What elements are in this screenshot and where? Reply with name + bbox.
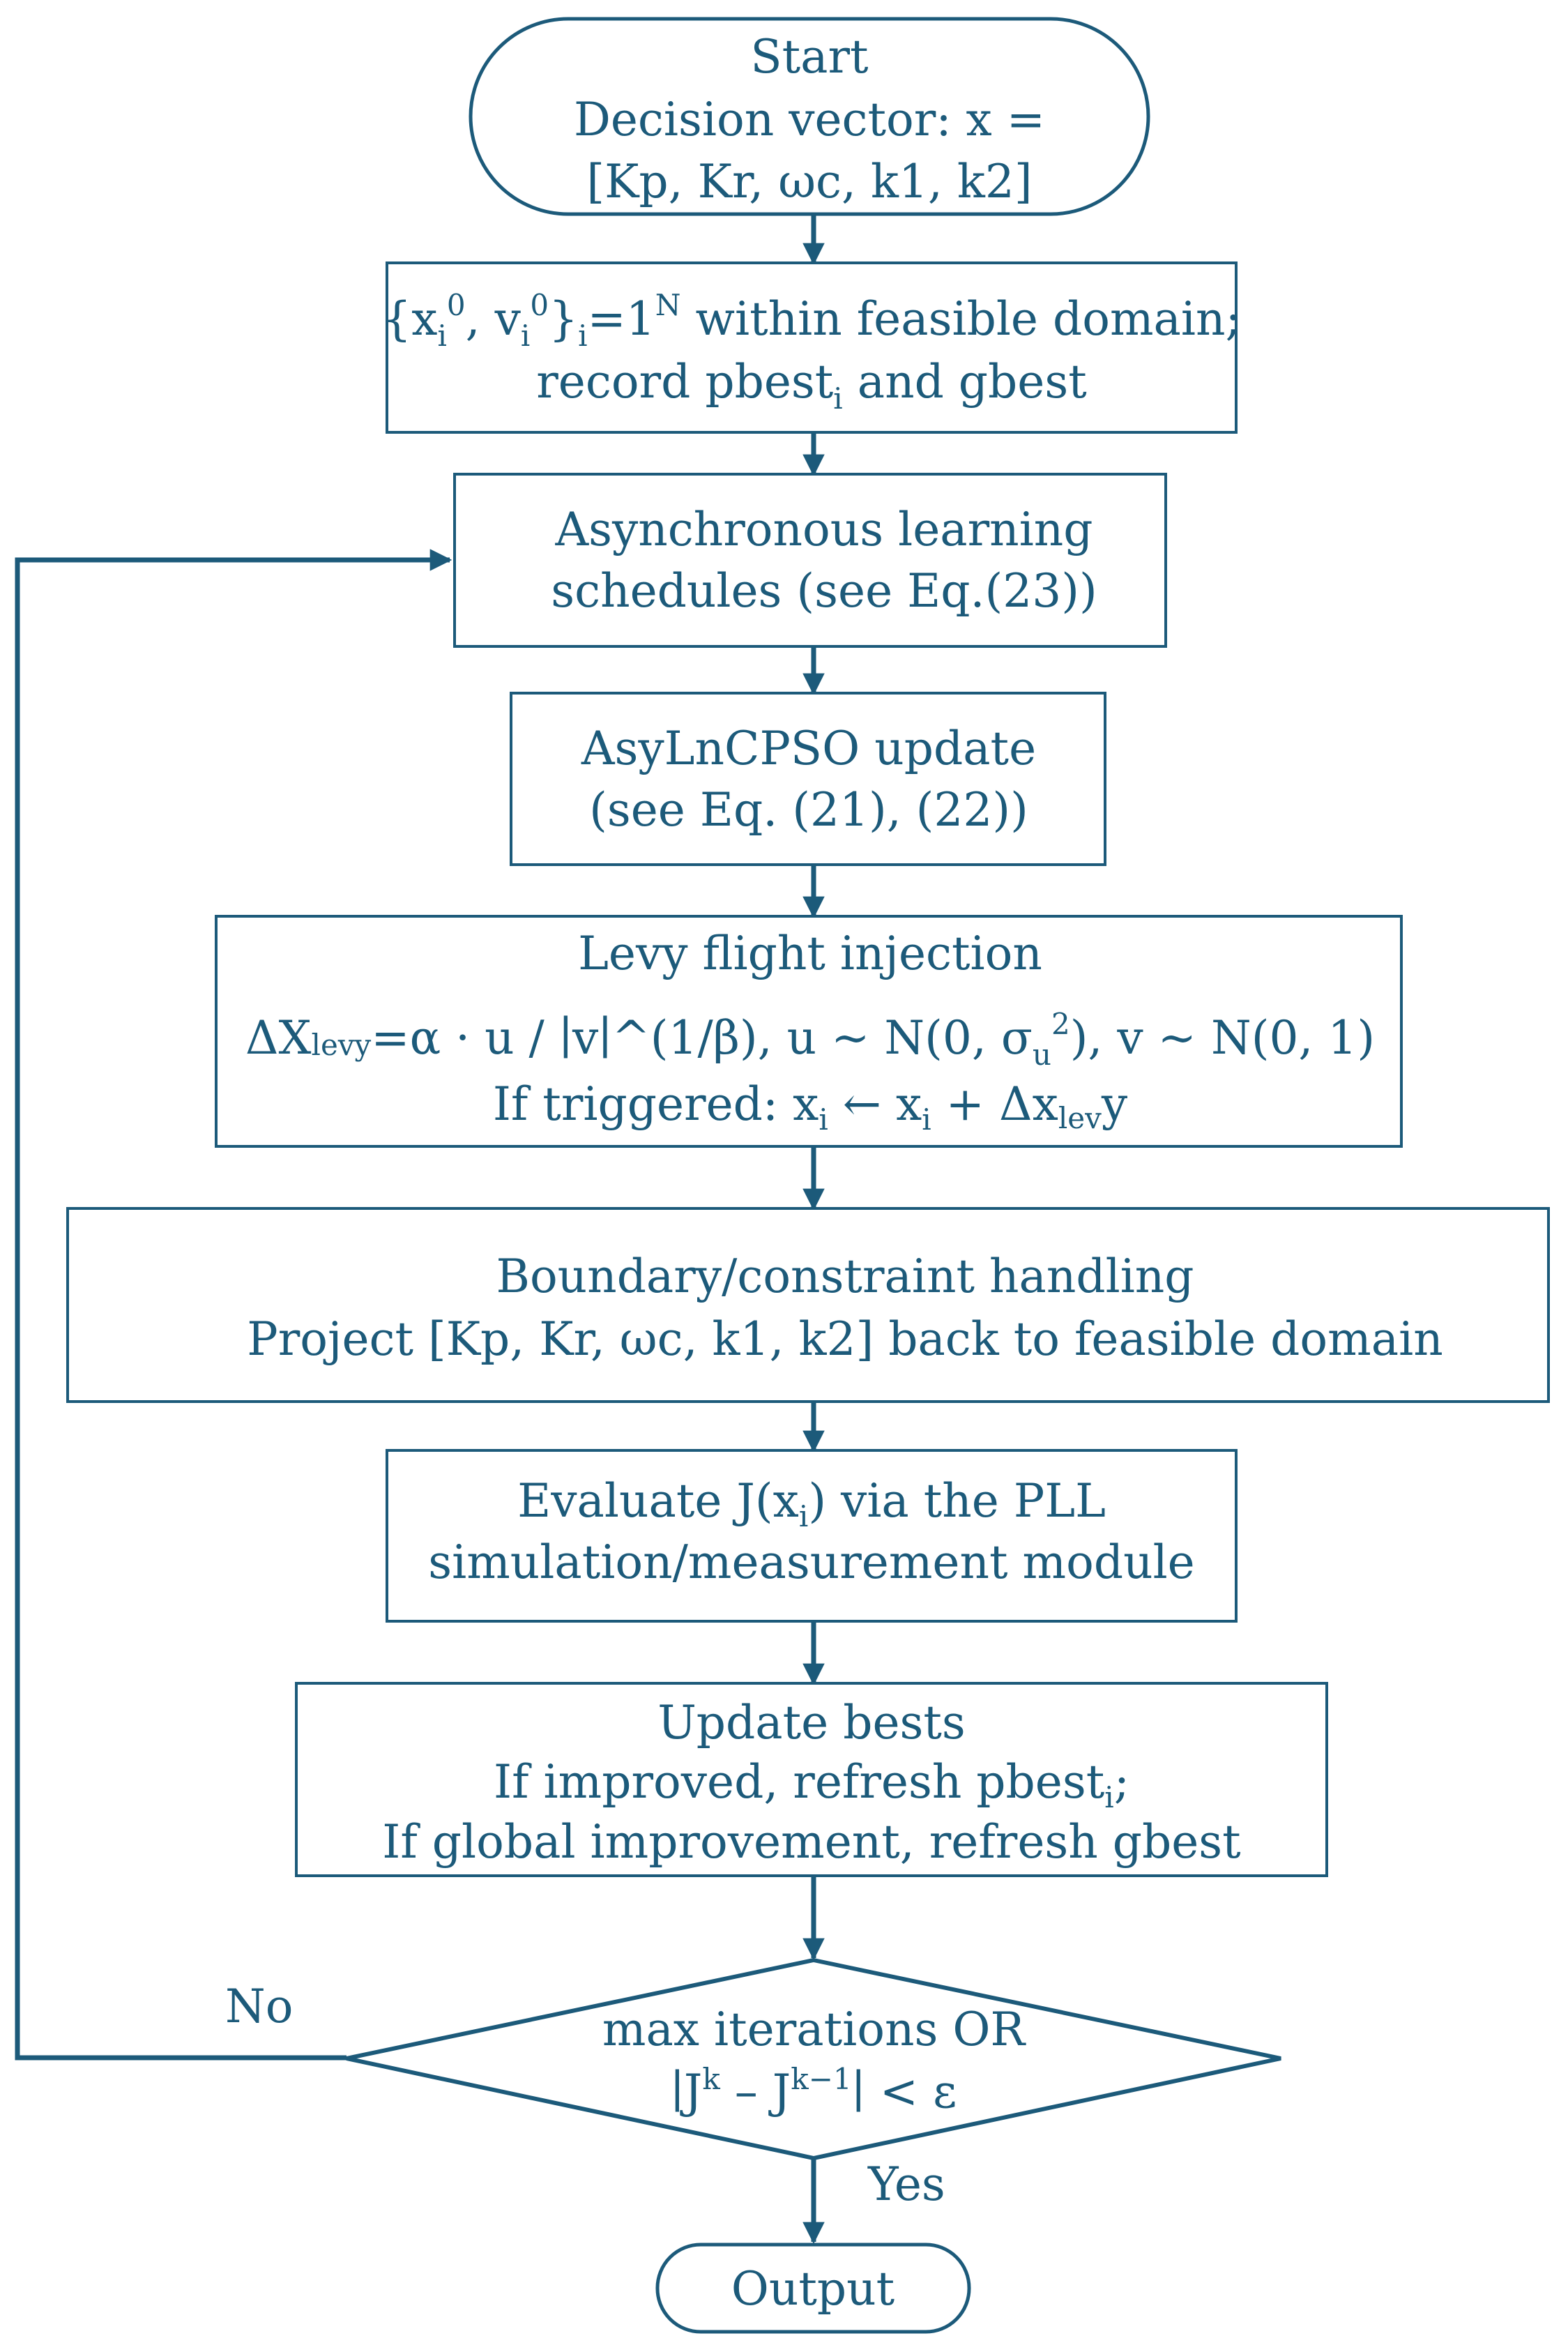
edges <box>15 214 825 2245</box>
init-line-2: record pbesti and gbest <box>536 355 1087 416</box>
init-line-1: {xi0, vi0}i=1N within feasible domain; <box>382 288 1240 353</box>
boundary-line-2: Project [Kp, Kr, ωc, k1, k2] back to fea… <box>247 1312 1443 1366</box>
levy-line-3: If triggered: xi ← xi + Δxlevy <box>493 1077 1128 1137</box>
bests-line-2: If improved, refresh pbesti; <box>494 1755 1129 1814</box>
async-node: Asynchronous learning schedules (see Eq.… <box>453 473 1167 648</box>
update-line-2: (see Eq. (21), (22)) <box>589 783 1028 837</box>
start-decision-vector-label: Decision vector: x = <box>574 93 1045 146</box>
start-node: Start Decision vector: x = [Kp, Kr, ωc, … <box>469 17 1150 216</box>
bests-node: Update bests If improved, refresh pbesti… <box>295 1682 1328 1877</box>
output-node: Output <box>655 2243 971 2334</box>
yes-edge-label: Yes <box>867 2157 945 2211</box>
no-edge-label: No <box>225 1980 294 2033</box>
update-line-1: AsyLnCPSO update <box>581 722 1036 775</box>
levy-line-2: ΔXlevy=α · u / ∣v∣^(1/β), u ~ N(0, σu2),… <box>245 1007 1375 1072</box>
levy-line-1: Levy flight injection <box>578 927 1042 980</box>
async-line-1: Asynchronous learning <box>554 503 1093 556</box>
async-line-2: schedules (see Eq.(23)) <box>551 564 1097 618</box>
start-vector-components: [Kp, Kr, ωc, k1, k2] <box>586 155 1032 208</box>
evaluate-line-1: Evaluate J(xi) via the PLL <box>517 1474 1106 1533</box>
output-label: Output <box>731 2262 895 2316</box>
decision-line-2: ∣Jk – Jk−1∣ < ε <box>671 2062 957 2118</box>
decision-line-1: max iterations OR <box>602 2003 1027 2056</box>
update-node: AsyLnCPSO update (see Eq. (21), (22)) <box>510 692 1106 866</box>
decision-node: max iterations OR ∣Jk – Jk−1∣ < ε <box>346 1957 1281 2161</box>
boundary-node: Boundary/constraint handling Project [Kp… <box>66 1207 1550 1403</box>
bests-line-1: Update bests <box>657 1696 966 1750</box>
levy-node: Levy flight injection ΔXlevy=α · u / ∣v∣… <box>215 915 1403 1148</box>
start-label: Start <box>750 30 868 84</box>
evaluate-node: Evaluate J(xi) via the PLL simulation/me… <box>386 1449 1238 1623</box>
evaluate-line-2: simulation/measurement module <box>428 1535 1195 1589</box>
init-node: {xi0, vi0}i=1N within feasible domain; r… <box>382 261 1241 434</box>
bests-line-3: If global improvement, refresh gbest <box>382 1815 1240 1869</box>
edge-no-loop <box>15 549 452 2061</box>
boundary-line-1: Boundary/constraint handling <box>496 1250 1194 1303</box>
